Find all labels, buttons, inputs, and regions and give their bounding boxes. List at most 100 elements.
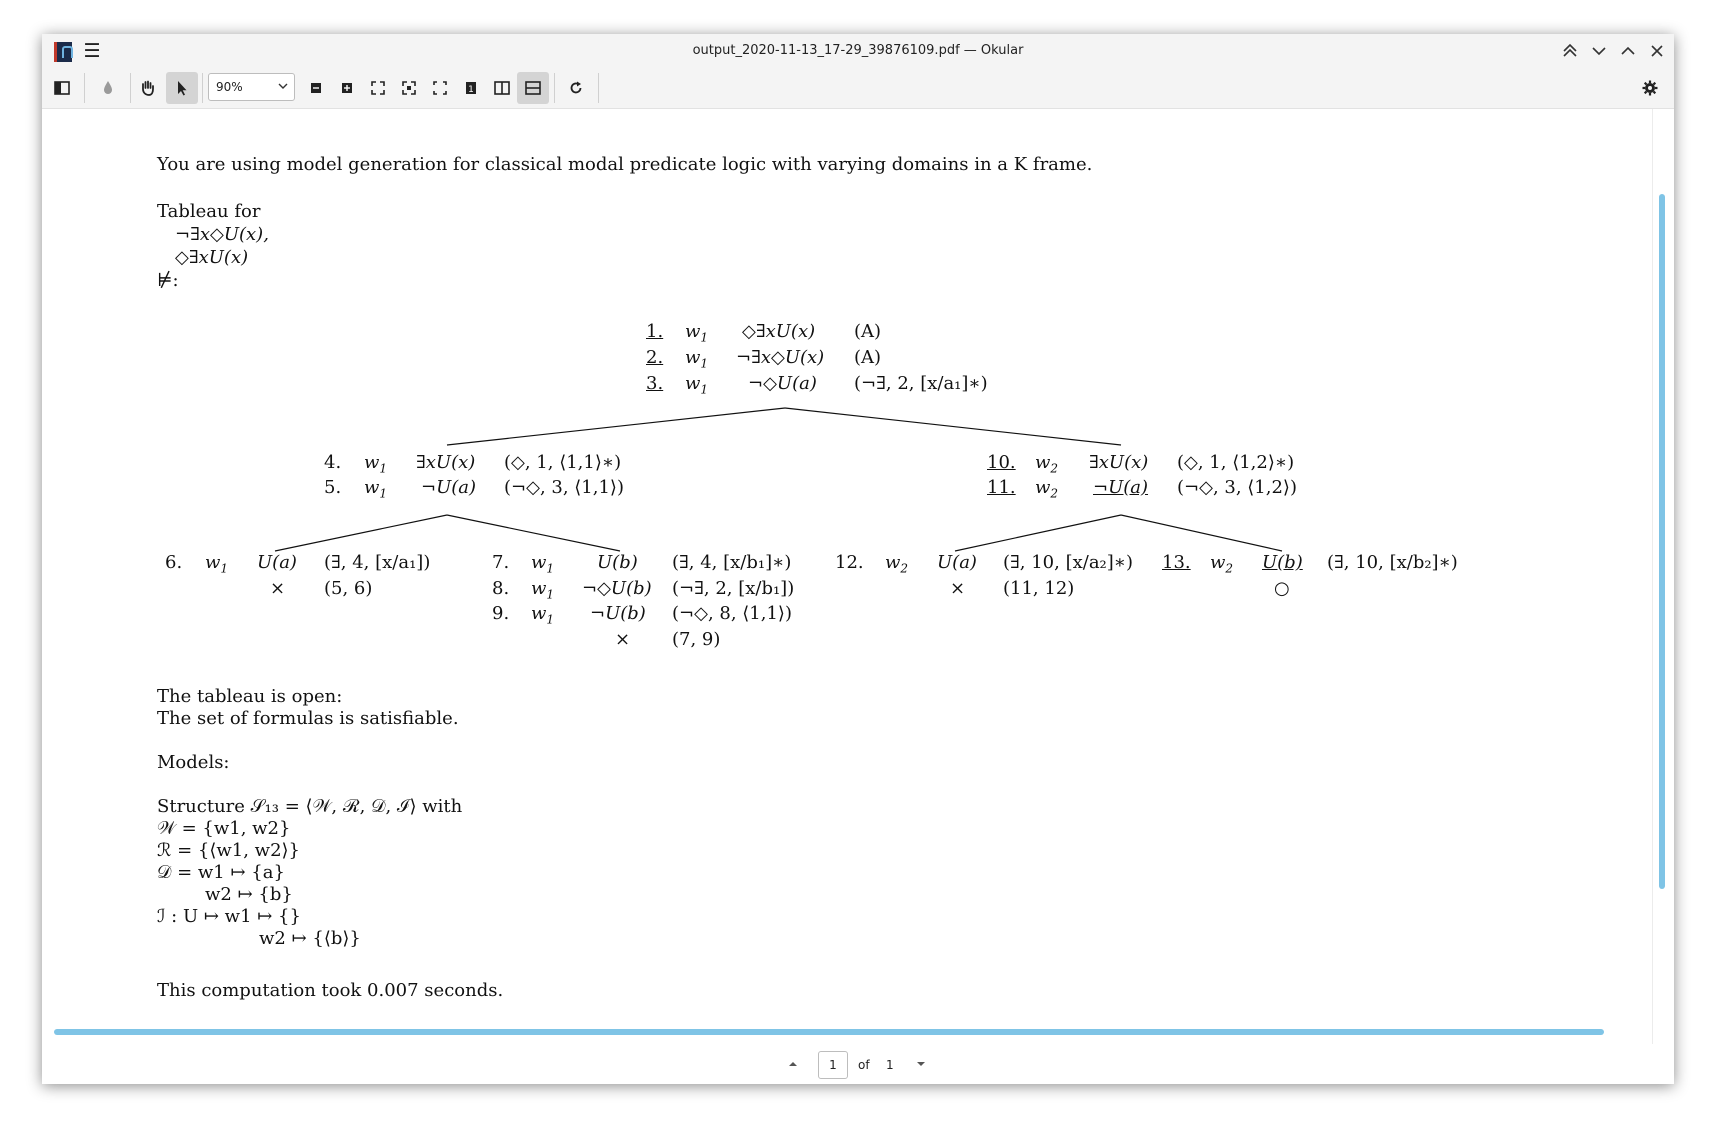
node-number: 12. <box>835 552 864 573</box>
closed-branch-mark: × <box>615 629 631 650</box>
okular-logo-icon <box>54 42 73 62</box>
closed-branch-mark: × <box>270 578 286 599</box>
node-formula: ¬∃x◇U(x) <box>736 347 825 368</box>
node-justification: (∃, 4, [x/a₁]) <box>324 552 431 573</box>
node-justification: (◇, 1, ⟨1,2⟩∗) <box>1177 452 1295 473</box>
node-formula: ¬◇U(a) <box>748 373 817 394</box>
node-justification: (A) <box>854 347 882 368</box>
node-world: w2 <box>1035 477 1059 501</box>
previous-page-icon[interactable] <box>786 1057 800 1071</box>
window-title: output_2020-11-13_17-29_39876109.pdf — O… <box>692 43 1024 58</box>
page-navigation-bar: 1 of 1 <box>42 1044 1674 1084</box>
node-number: 2. <box>646 347 664 368</box>
interpretation-line-2: w2 ↦ {⟨b⟩} <box>259 928 361 949</box>
document-view[interactable]: You are using model generation for class… <box>42 109 1652 1057</box>
node-number: 4. <box>324 452 342 473</box>
zoom-in-icon[interactable] <box>331 72 363 104</box>
node-justification: (A) <box>854 321 882 342</box>
node-formula: ∃xU(x) <box>416 452 476 473</box>
tableau-for-label: Tableau for <box>157 201 261 222</box>
node-formula: U(a) <box>257 552 297 573</box>
tableau-tree-lines <box>274 407 1283 552</box>
chevron-down-icon <box>278 83 288 89</box>
open-text: The tableau is open: <box>157 686 343 707</box>
single-page-icon[interactable]: 1 <box>455 72 487 104</box>
zoom-select[interactable]: 90% <box>208 73 295 101</box>
node-justification: (¬∃, 2, [x/a₁]∗) <box>854 373 988 394</box>
closure-justification: (5, 6) <box>324 578 373 599</box>
worlds-line: 𝒲 = {w1, w2} <box>157 818 291 839</box>
node-justification: (∃, 4, [x/b₁]∗) <box>672 552 792 573</box>
node-number: 11. <box>987 477 1016 498</box>
models-label: Models: <box>157 752 230 773</box>
node-formula: ¬◇U(b) <box>582 578 652 599</box>
node-justification: (¬◇, 3, ⟨1,1⟩) <box>504 477 624 498</box>
node-world: w1 <box>531 552 555 576</box>
node-number: 1. <box>646 321 664 342</box>
node-justification: (∃, 10, [x/a₂]∗) <box>1003 552 1134 573</box>
close-icon[interactable] <box>1645 39 1669 63</box>
vertical-scrollbar[interactable] <box>1659 194 1665 889</box>
facing-pages-icon[interactable] <box>486 72 518 104</box>
horizontal-scrollbar[interactable] <box>54 1029 1604 1035</box>
node-justification: (◇, 1, ⟨1,1⟩∗) <box>504 452 622 473</box>
node-number: 7. <box>492 552 510 573</box>
node-world: w2 <box>1210 552 1234 576</box>
maximize-icon[interactable] <box>1616 39 1640 63</box>
closure-justification: (11, 12) <box>1003 578 1075 599</box>
settings-gear-icon[interactable] <box>1634 72 1666 104</box>
node-number: 6. <box>165 552 183 573</box>
node-number: 13. <box>1162 552 1191 573</box>
open-branch-mark: ○ <box>1274 578 1290 599</box>
node-justification: (∃, 10, [x/b₂]∗) <box>1327 552 1458 573</box>
vertical-scroll-track <box>1652 109 1653 1057</box>
minimize-icon[interactable] <box>1587 39 1611 63</box>
not-entails-symbol: ⊭: <box>157 270 179 291</box>
node-formula: U(a) <box>937 552 977 573</box>
title-bar: ☰ output_2020-11-13_17-29_39876109.pdf —… <box>42 34 1674 68</box>
select-tool-icon[interactable] <box>166 72 198 104</box>
satisfiable-text: The set of formulas is satisfiable. <box>157 708 459 729</box>
zoom-value: 90% <box>216 80 243 94</box>
node-world: w1 <box>205 552 229 576</box>
fit-width-icon[interactable] <box>362 72 394 104</box>
node-world: w1 <box>364 452 388 476</box>
node-number: 3. <box>646 373 664 394</box>
hamburger-menu-icon[interactable]: ☰ <box>83 40 101 62</box>
node-formula: ∃xU(x) <box>1089 452 1149 473</box>
domain-line-1: 𝒟 = w1 ↦ {a} <box>157 862 285 883</box>
next-page-icon[interactable] <box>914 1057 928 1071</box>
node-formula: U(b) <box>597 552 638 573</box>
browse-tool-icon[interactable] <box>132 72 164 104</box>
page-number-input[interactable]: 1 <box>818 1051 848 1079</box>
node-number: 10. <box>987 452 1016 473</box>
rotate-icon[interactable] <box>560 72 592 104</box>
node-formula: ◇∃xU(x) <box>742 321 816 342</box>
relation-line: ℛ = {⟨w1, w2⟩} <box>157 840 300 861</box>
node-world: w2 <box>1035 452 1059 476</box>
zoom-out-icon[interactable] <box>300 72 332 104</box>
node-formula: ¬U(a) <box>1093 477 1149 498</box>
node-justification: (¬◇, 8, ⟨1,1⟩) <box>672 603 792 624</box>
auto-fit-icon[interactable] <box>424 72 456 104</box>
input-formula-1: ¬∃x◇U(x), <box>175 224 269 245</box>
node-world: w2 <box>885 552 909 576</box>
node-number: 5. <box>324 477 342 498</box>
page-of-label: of <box>858 1058 870 1072</box>
fit-page-icon[interactable] <box>393 72 425 104</box>
node-justification: (¬◇, 3, ⟨1,2⟩) <box>1177 477 1297 498</box>
node-world: w1 <box>531 603 555 627</box>
node-world: w1 <box>685 373 709 397</box>
interpretation-line-1: ℐ : U ↦ w1 ↦ {} <box>157 906 301 927</box>
intro-text: You are using model generation for class… <box>157 154 1093 175</box>
input-formula-2: ◇∃xU(x) <box>175 247 249 268</box>
color-mode-icon[interactable] <box>92 72 124 104</box>
node-formula: ¬U(a) <box>421 477 477 498</box>
node-number: 8. <box>492 578 510 599</box>
node-world: w1 <box>531 578 555 602</box>
node-world: w1 <box>685 321 709 345</box>
continuous-icon[interactable] <box>517 72 549 104</box>
sidebar-toggle-icon[interactable] <box>46 72 78 104</box>
main-toolbar: 90% 1 <box>42 68 1674 109</box>
keep-above-icon[interactable] <box>1558 39 1582 63</box>
